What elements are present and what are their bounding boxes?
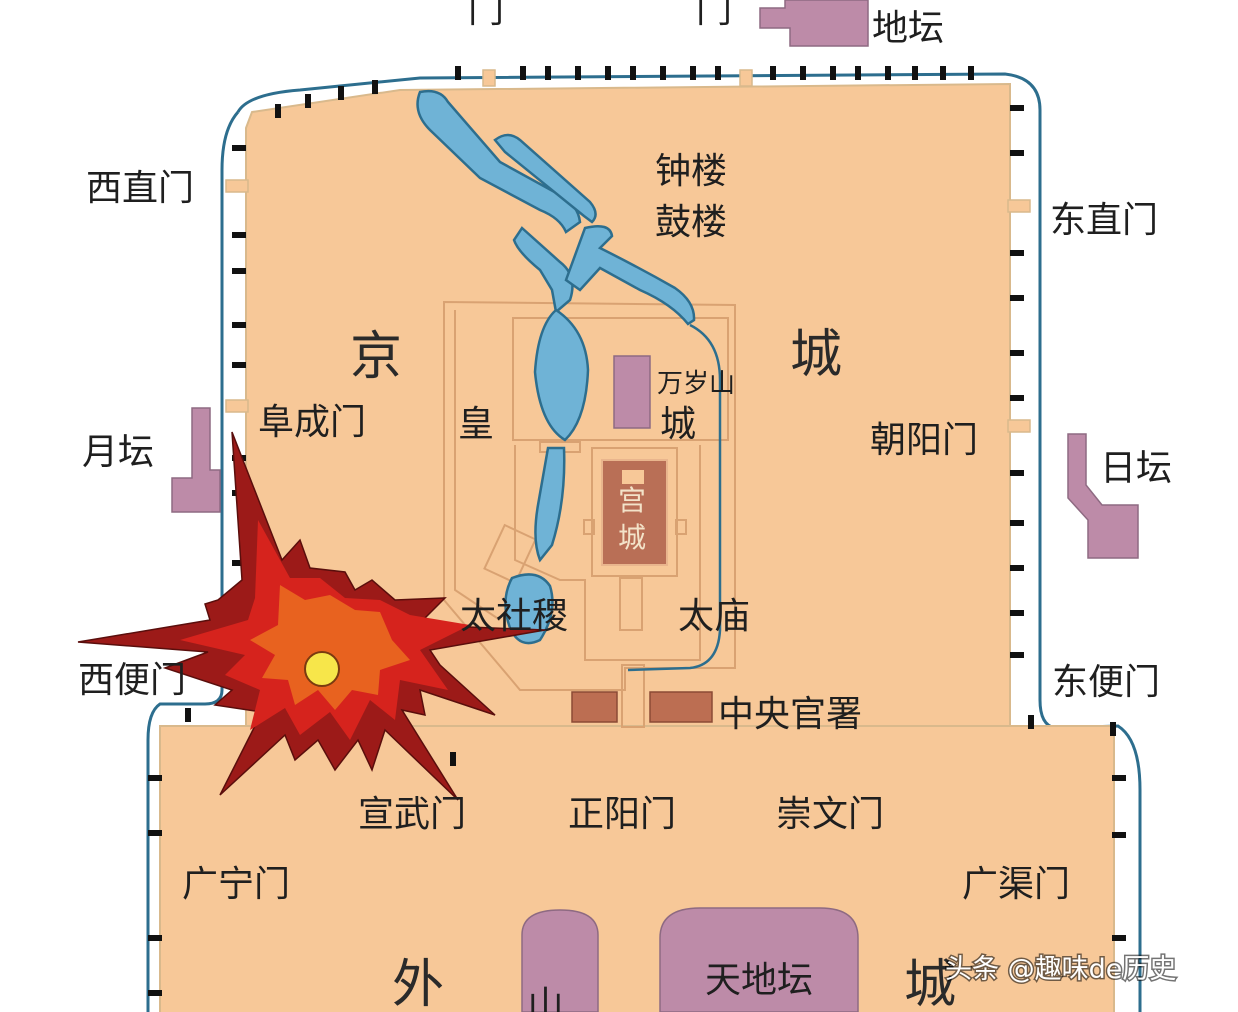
gate-label-xibianmen: 西便门 [78,660,186,701]
label-tiantan: 天地坛 [705,960,813,1001]
label-ditan: 地坛 [872,8,944,49]
label-shanchuan: 山川 [522,985,563,1012]
gate-label-dongbianmen: 东便门 [1052,662,1160,703]
shanchuan-altar [521,909,599,1012]
gate-label-dongzhimen: 东直门 [1050,200,1158,241]
tiantan-altar [659,907,859,1012]
gate-label-north-right: 门 [696,0,732,31]
gate-label-guangqumen: 广渠门 [962,864,1070,905]
label-drum-tower: 鼓楼 [655,202,727,243]
explosion-marker [77,431,546,801]
outer-city-area [159,725,1115,1012]
ritan-altar [1067,433,1139,559]
palace-city-outer [591,447,678,577]
gate-label-xuanwumen: 宣武门 [358,794,466,835]
palace-city-char-2: 城 [618,521,646,554]
label-taimiao: 太庙 [678,596,750,637]
outer-city-title-right: 城 [904,955,956,1012]
central-office-right [649,691,713,723]
label-ritan: 日坛 [1100,448,1172,489]
gate-label-chongwenmen: 崇文门 [776,794,884,835]
palace-city-char-1: 宫 [618,484,646,517]
label-yuetan: 月坛 [82,432,154,473]
gate-label-fuchengmen: 阜成门 [258,402,366,443]
label-central-offices: 中央官署 [718,694,862,735]
gate-label-north-left: 门 [468,0,504,31]
inner-city-moat [146,72,1142,1012]
gate-label-zhengyangmen: 正阳门 [568,794,676,835]
gate-label-xizhimen: 西直门 [86,168,194,209]
inner-city-title-left: 京 [350,327,402,387]
lakes-and-canal [416,89,696,645]
inner-city-title-right: 城 [790,325,842,385]
imperial-city-char-2: 城 [660,404,696,445]
imperial-city-char-1: 皇 [458,404,494,445]
imperial-inner-block [512,317,729,441]
explosion-core [304,651,340,687]
watermark: 头条 @趣味de历史 [945,954,1176,985]
central-office-left [571,691,618,723]
inner-canal [627,323,722,672]
wall-crenellations [148,66,1126,996]
label-wansuishan: 万岁山 [657,369,735,399]
ditan-altar [759,0,869,47]
north-gate-notches [482,69,753,87]
gate-label-guangningmen: 广宁门 [182,864,290,905]
yuetan-altar [171,407,221,513]
outer-city-title-left: 外 [392,955,444,1012]
side-gate-notches [225,179,1031,433]
gate-label-chaoyangmen: 朝阳门 [870,420,978,461]
label-taisheji: 太社稷 [460,596,568,637]
wansuishan-hill [613,355,651,429]
label-bell-tower: 钟楼 [655,151,727,192]
